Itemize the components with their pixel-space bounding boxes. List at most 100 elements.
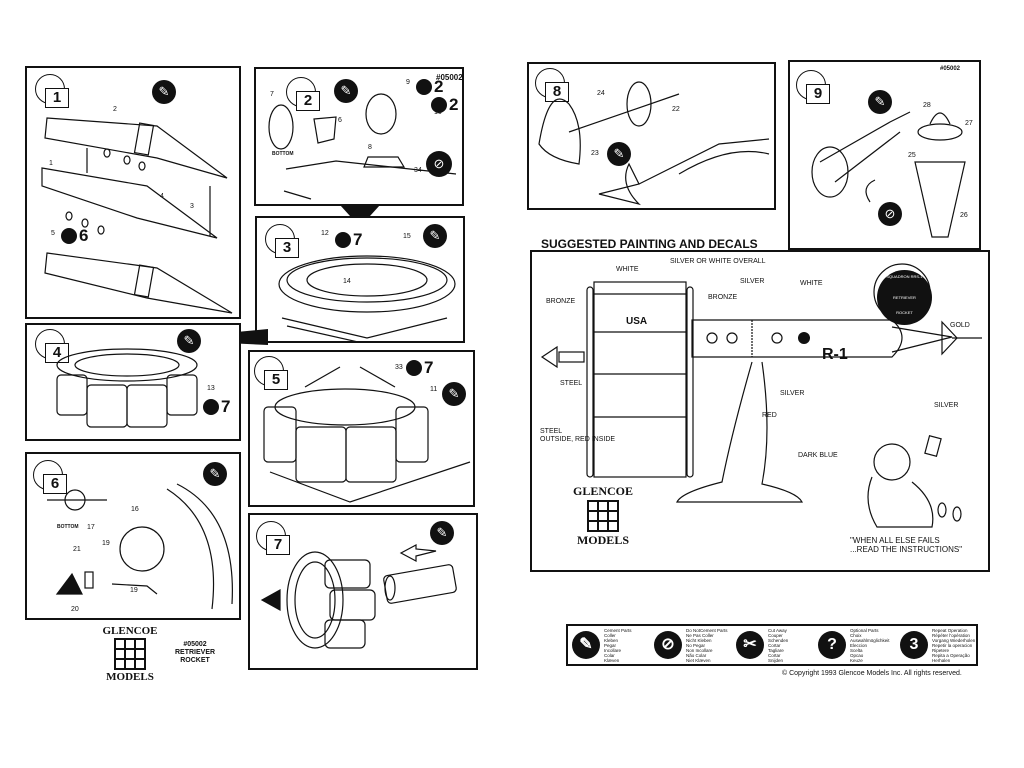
- step-8-panel: 8 ✎ 24 22 23: [527, 62, 776, 210]
- kit-id-block: #05002 RETRIEVER ROCKET: [175, 641, 216, 664]
- kit-code: #05002: [436, 73, 463, 82]
- step-4-panel: 4 ✎ 13 7: [25, 323, 241, 441]
- no-cement-icon: ⊘: [654, 631, 682, 659]
- cement-icon: ✎: [152, 80, 176, 104]
- bottom-label: BOTTOM: [57, 524, 79, 530]
- part-label: 15: [403, 233, 411, 240]
- repeat-icon: [406, 360, 422, 376]
- no-cement-icon: ⊘: [878, 202, 902, 226]
- part-label: 21: [73, 546, 81, 553]
- repeat-icon: [431, 97, 447, 113]
- repeat-icon: [335, 232, 351, 248]
- step-7-badge: 7: [256, 521, 290, 555]
- part-label: 1: [49, 160, 53, 167]
- step-2-panel: 2 ✎ #05002 2 2 7 6 9 10 8 34 BOTTOM ⊘: [254, 67, 464, 206]
- bottom-label: BOTTOM: [272, 151, 294, 157]
- paint-label: SILVER: [740, 278, 765, 285]
- part-label: 19: [102, 540, 110, 547]
- step-6-badge: 6: [33, 460, 67, 494]
- repeat-icon: [203, 399, 219, 415]
- cockpit-assembly-drawing: [268, 93, 457, 200]
- step-7-panel: 7 ✎: [248, 513, 478, 670]
- emblem-decal: [798, 332, 810, 344]
- part-label: 17: [87, 524, 95, 531]
- kit-code: #05002: [940, 66, 961, 72]
- step-2-badge: 2: [286, 77, 320, 111]
- glencoe-logo: GLENCOE MODELS: [572, 484, 633, 547]
- part-label: 27: [965, 120, 973, 127]
- cement-icon: ✎: [430, 521, 454, 545]
- paint-label: STEEL: [540, 428, 563, 435]
- step-9-badge: 9: [796, 70, 830, 104]
- paint-label: BRONZE: [708, 294, 738, 301]
- part-label: 12: [321, 230, 329, 237]
- pilot-capsule-drawing: [811, 111, 966, 238]
- cement-icon: ✎: [177, 329, 201, 353]
- part-label: 10: [434, 109, 442, 116]
- part-label: 16: [131, 506, 139, 513]
- final-fuselage-join-drawing: [260, 544, 457, 649]
- step-5-panel: 5 7 ✎ 33 11: [248, 350, 475, 507]
- fuselage-assembled: [44, 252, 233, 314]
- step-3-panel: 3 7 ✎ 12 15 14: [255, 216, 465, 343]
- part-label: 28: [923, 102, 931, 109]
- paint-label-decal: R-1: [822, 346, 848, 363]
- part-label: 11: [430, 386, 438, 393]
- step-9-panel: 9 #05002 ✎ ⊘ 28 27 25 26: [788, 60, 981, 250]
- repeat-indicator: 7: [335, 230, 362, 250]
- paint-label: RED: [762, 412, 777, 419]
- no-cement-icon: ⊘: [426, 151, 452, 177]
- part-label: 7: [270, 91, 274, 98]
- step-6-panel: 6 ✎ BOTTOM 16 17 19 21 19 20: [25, 452, 241, 620]
- part-label: 26: [960, 212, 968, 219]
- repeat-indicator: 2: [431, 95, 458, 115]
- ring-assembly-drawing: [278, 255, 456, 341]
- tail-fin-drawing: [538, 81, 770, 206]
- part-label: 33: [395, 364, 403, 371]
- part-label: 19: [130, 587, 138, 594]
- cement-icon: ✎: [423, 224, 447, 248]
- optional-icon: ?: [818, 631, 846, 659]
- painting-title: SUGGESTED PAINTING AND DECALS: [541, 237, 758, 251]
- paint-label: WHITE: [616, 266, 639, 273]
- logo-grid: [587, 500, 619, 532]
- cement-icon: ✎: [868, 90, 892, 114]
- paint-label: SILVER: [934, 402, 959, 409]
- fuselage-assembly-drawing: [41, 117, 233, 314]
- part-label: 34: [414, 167, 422, 174]
- cut-icon: ✂: [736, 631, 764, 659]
- part-label: 14: [343, 278, 351, 285]
- paint-label: GOLD: [950, 322, 970, 329]
- canister-ring-drawing: [56, 348, 198, 428]
- step-1-panel: 1 ✎ 2 1 4 3 5 6: [25, 66, 241, 319]
- part-label: 2: [113, 106, 117, 113]
- cement-icon: ✎: [607, 142, 631, 166]
- cement-icon: ✎: [572, 631, 600, 659]
- fuselage-half-middle: [41, 167, 218, 239]
- repeat-indicator: 7: [406, 358, 433, 378]
- paint-label: OUTSIDE, RED INSIDE: [540, 436, 616, 443]
- paint-label: DARK BLUE: [798, 452, 838, 459]
- part-label: 24: [597, 90, 605, 97]
- canister-struts-drawing: [263, 366, 471, 503]
- paint-label-usa: USA: [626, 316, 648, 327]
- repeat-indicator: 6: [61, 226, 88, 246]
- repeat-icon: [61, 228, 77, 244]
- part-label: 8: [368, 144, 372, 151]
- part-label: 20: [71, 606, 79, 613]
- squadron-emblem: SQUADRON RRS-1 RETRIEVER ROCKET: [877, 270, 932, 325]
- paint-label: SILVER: [780, 390, 805, 397]
- step-1-badge: 1: [35, 74, 69, 108]
- step-3-badge: 3: [265, 224, 299, 258]
- part-label: 4: [160, 193, 164, 200]
- glencoe-logo: GLENCOE MODELS: [102, 625, 158, 683]
- repeat-icon: 3: [900, 631, 928, 659]
- painting-panel: SILVER OR WHITE OVERALL USA R-1 WHITE BR…: [530, 250, 990, 572]
- logo-grid: [114, 638, 146, 670]
- paint-label: WHITE: [800, 280, 823, 287]
- repeat-indicator: 7: [203, 397, 230, 417]
